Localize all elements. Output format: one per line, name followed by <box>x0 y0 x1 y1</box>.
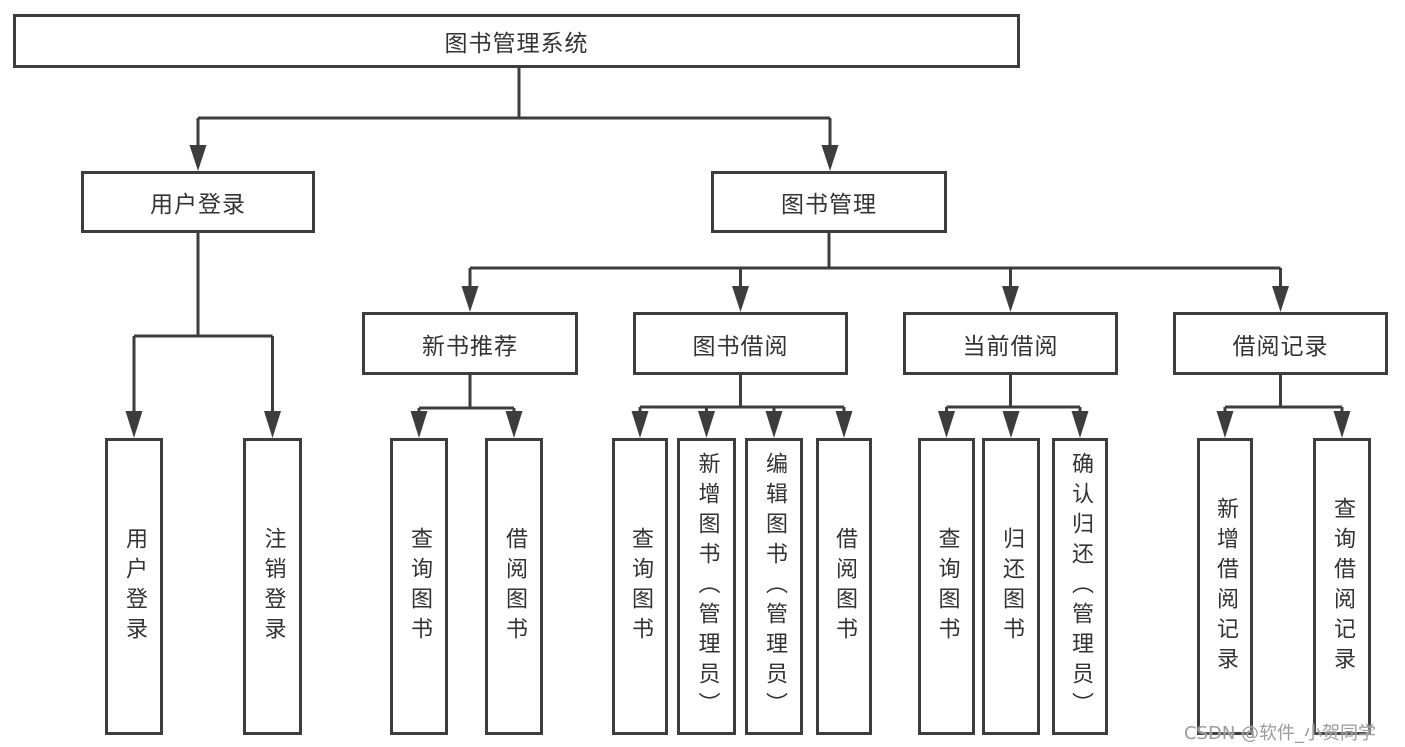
node-library-management-system: 图书管理系统 <box>13 14 1020 68</box>
node-book-management: 图书管理 <box>711 171 947 233</box>
leaf-add-book-admin-label: 新增图书（管理员） <box>694 451 720 722</box>
leaf-logout: 注销登录 <box>243 438 302 735</box>
node-current-borrowing-label: 当前借阅 <box>962 333 1059 360</box>
node-library-management-system-label: 图书管理系统 <box>444 31 589 57</box>
node-user-login-label: 用户登录 <box>150 192 246 218</box>
node-borrowing-records: 借阅记录 <box>1173 312 1388 375</box>
node-book-borrowing-label: 图书借阅 <box>692 333 789 360</box>
leaf-borrow-books-borrowing-label: 借阅图书 <box>832 526 857 647</box>
leaf-confirm-return-admin: 确认归还（管理员） <box>1052 438 1108 735</box>
leaf-add-book-admin: 新增图书（管理员） <box>677 438 736 735</box>
leaf-query-books-current-label: 查询图书 <box>934 526 960 647</box>
node-new-book-recommend: 新书推荐 <box>362 312 578 375</box>
node-book-borrowing: 图书借阅 <box>633 312 848 375</box>
leaf-edit-book-admin-label: 编辑图书（管理员） <box>762 451 787 722</box>
leaf-add-borrow-record-label: 新增借阅记录 <box>1213 496 1238 677</box>
node-borrowing-records-label: 借阅记录 <box>1232 333 1329 360</box>
node-user-login: 用户登录 <box>81 171 315 233</box>
watermark-csdn: CSDN @软件_小贺同学 <box>1184 723 1377 744</box>
leaf-borrow-books-borrowing: 借阅图书 <box>816 438 872 735</box>
leaf-query-borrow-record-label: 查询借阅记录 <box>1330 496 1355 677</box>
leaf-add-borrow-record: 新增借阅记录 <box>1197 438 1253 735</box>
leaf-confirm-return-admin-label: 确认归还（管理员） <box>1068 451 1093 722</box>
node-new-book-recommend-label: 新书推荐 <box>422 333 518 360</box>
leaf-edit-book-admin: 编辑图书（管理员） <box>745 438 803 735</box>
node-book-management-label: 图书管理 <box>781 192 877 218</box>
leaf-borrow-books-recommend: 借阅图书 <box>485 438 543 735</box>
node-current-borrowing: 当前借阅 <box>903 312 1118 375</box>
leaf-query-books-borrowing-label: 查询图书 <box>628 526 653 647</box>
leaf-query-borrow-record: 查询借阅记录 <box>1313 438 1371 735</box>
leaf-return-books: 归还图书 <box>982 438 1040 735</box>
leaf-query-books-recommend-label: 查询图书 <box>407 526 432 647</box>
leaf-query-books-recommend: 查询图书 <box>390 438 448 735</box>
leaf-user-login: 用户登录 <box>105 438 163 735</box>
leaf-query-books-current: 查询图书 <box>918 438 975 735</box>
leaf-return-books-label: 归还图书 <box>999 526 1024 647</box>
leaf-borrow-books-recommend-label: 借阅图书 <box>502 526 527 647</box>
leaf-query-books-borrowing: 查询图书 <box>612 438 668 735</box>
leaf-user-login-label: 用户登录 <box>122 526 147 647</box>
leaf-logout-label: 注销登录 <box>260 526 286 647</box>
